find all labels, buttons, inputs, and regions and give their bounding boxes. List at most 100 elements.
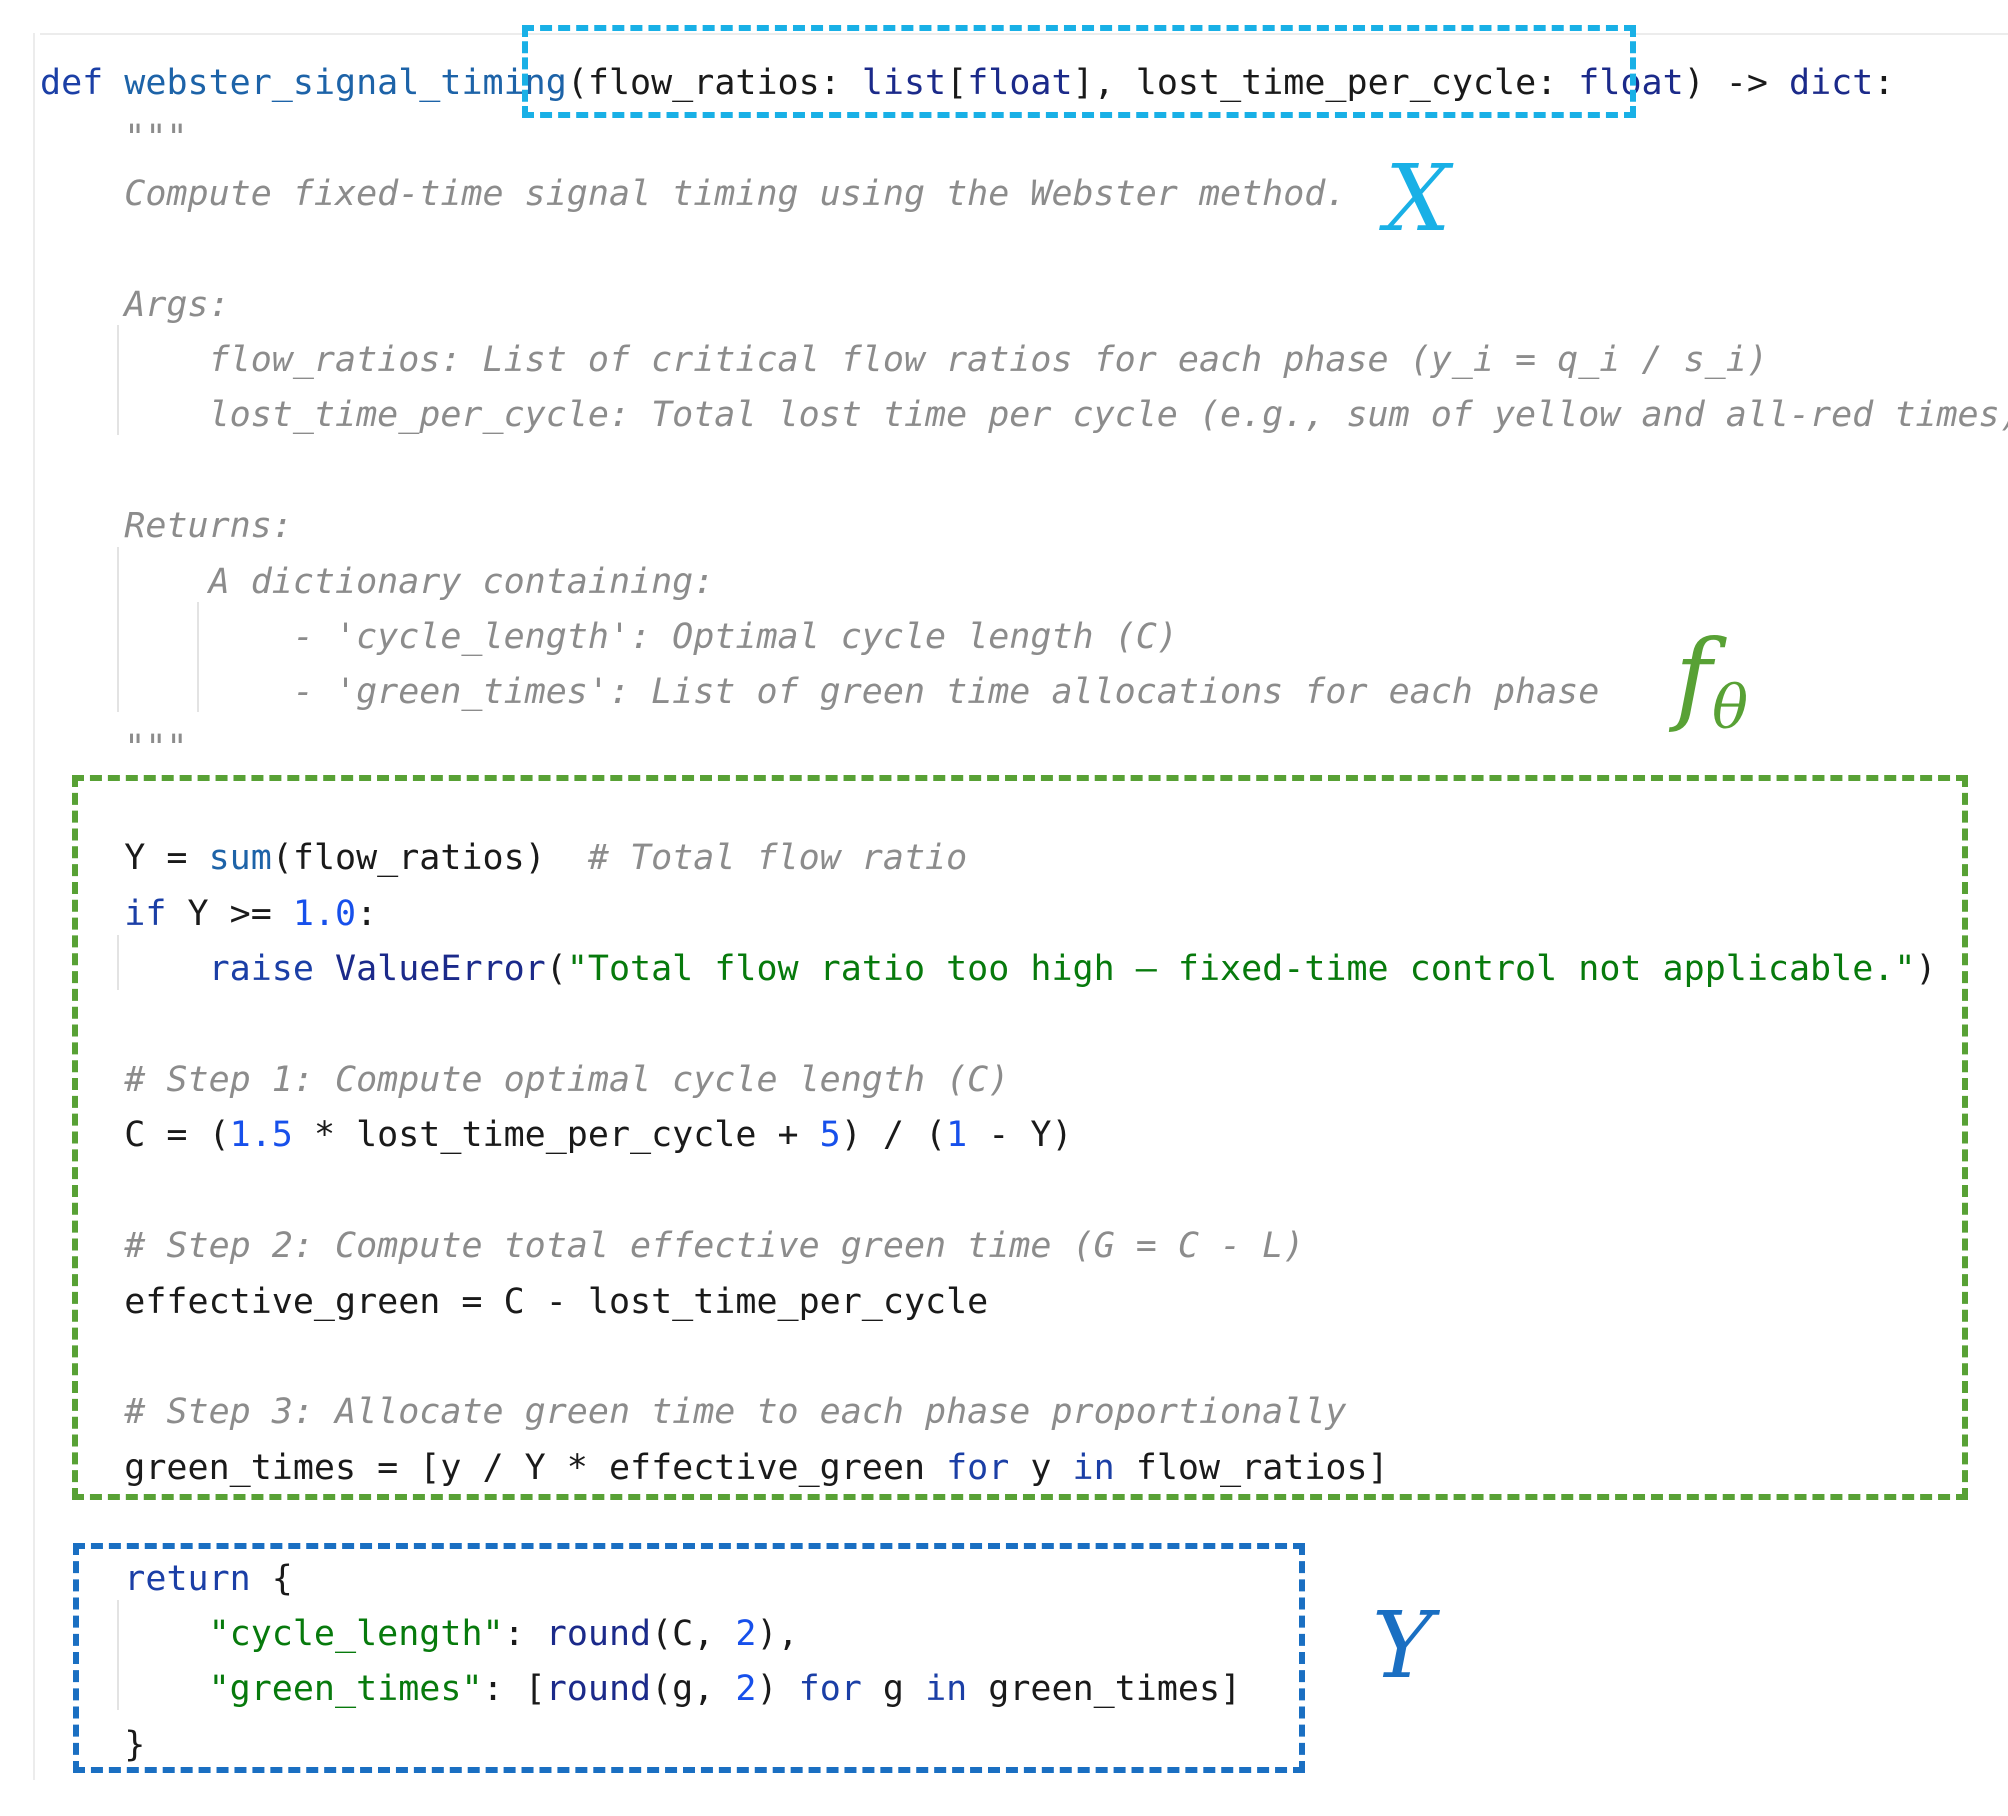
code-line: if Y >= 1.0: (40, 887, 2008, 942)
code-token: green_times = [y / Y * effective_green (40, 1447, 947, 1488)
code-token: float (967, 63, 1073, 103)
indent-guide (117, 325, 119, 435)
code-token: # Step 1: Compute optimal cycle length (… (124, 1060, 1010, 1101)
code-token: def (40, 63, 125, 103)
code-token: - 'cycle_length': Optimal cycle length (… (40, 616, 1178, 657)
code-token: in (925, 1669, 968, 1710)
code-token: ) (1915, 949, 1937, 990)
code-line: - 'cycle_length': Optimal cycle length (… (40, 610, 2008, 665)
code-token: lost_time_per_cycle: Total lost time per… (40, 395, 2008, 436)
code-token: * lost_time_per_cycle + (292, 1115, 820, 1156)
code-token: if (124, 893, 167, 934)
code-line: # Step 3: Allocate green time to each ph… (40, 1385, 2008, 1440)
code-token: "cycle_length" (208, 1613, 504, 1654)
indent-guide (117, 935, 119, 990)
code-token: (C, (651, 1613, 736, 1654)
code-line: A dictionary containing: (40, 555, 2008, 610)
code-line: lost_time_per_cycle: Total lost time per… (40, 388, 2008, 443)
code-line: "green_times": [round(g, 2) for g in gre… (40, 1662, 2008, 1717)
code-token: # Step 2: Compute total effective green … (124, 1226, 1305, 1267)
editor-top-border (40, 33, 2008, 35)
code-line: return { (40, 1552, 2008, 1607)
code-token: "green_times" (208, 1669, 483, 1710)
code-line: """ (40, 111, 2008, 166)
code-token: ), (756, 1613, 799, 1654)
code-line: C = (1.5 * lost_time_per_cycle + 5) / (1… (40, 1108, 2008, 1163)
code-token: [ (946, 63, 968, 103)
code-line: effective_green = C - lost_time_per_cycl… (40, 1275, 2008, 1330)
code-line: } (40, 1718, 2008, 1773)
code-token: y (1009, 1447, 1073, 1488)
code-line: # Step 2: Compute total effective green … (40, 1219, 2008, 1274)
code-line: """ (40, 721, 2008, 776)
code-line: Args: (40, 278, 2008, 333)
code-line: Compute fixed-time signal timing using t… (40, 167, 2008, 222)
code-token: Compute fixed-time signal timing using t… (40, 173, 1347, 214)
code-token: A dictionary containing: (40, 561, 715, 602)
model-label-theta: θ (1712, 672, 1749, 743)
code-token: : (1873, 63, 1895, 103)
indent-guide (117, 547, 119, 712)
code-token: flow_ratios] (1114, 1447, 1389, 1488)
output-label: Y (1372, 1592, 1433, 1699)
code-token: webster_signal_timing (124, 63, 567, 103)
code-token: (flow_ratios) (271, 838, 588, 879)
code-token: } (40, 1724, 146, 1765)
code-line (40, 444, 2008, 499)
code-token: green_times] (967, 1669, 1242, 1710)
input-highlight-box (522, 25, 1636, 118)
code-token: 1.0 (292, 893, 357, 934)
code-line: Y = sum(flow_ratios) # Total flow ratio (40, 831, 2008, 886)
model-label-f: f (1675, 618, 1713, 735)
code-token: 2 (735, 1613, 757, 1654)
editor-left-gutter (33, 33, 35, 1780)
code-token: { (250, 1558, 293, 1599)
code-token: sum (208, 838, 272, 879)
code-token: for (946, 1447, 1010, 1488)
code-token: effective_green = C - lost_time_per_cycl… (40, 1281, 989, 1322)
code-token: # Step 3: Allocate green time to each ph… (124, 1392, 1347, 1433)
code-token: # Total flow ratio (587, 838, 968, 879)
code-token: g (861, 1669, 926, 1710)
code-token: (flow_ratios: (566, 63, 862, 103)
code-line: raise ValueError("Total flow ratio too h… (40, 942, 2008, 997)
function-body-highlight-box (72, 775, 1968, 1500)
code-token: ( (545, 949, 567, 990)
code-token: (g, (651, 1669, 736, 1710)
code-token: """ (40, 118, 188, 159)
code-token: 2 (735, 1669, 757, 1710)
code-token: "Total flow ratio too high — fixed-time … (566, 949, 1916, 990)
model-label: fθ (1675, 618, 1748, 743)
code-line: - 'green_times': List of green time allo… (40, 665, 2008, 720)
code-token: ) / ( (840, 1115, 947, 1156)
code-token: Args: (40, 284, 230, 325)
code-token: ], lost_time_per_cycle: (1072, 63, 1579, 103)
code-token: for (798, 1669, 862, 1710)
code-token: return (124, 1558, 251, 1599)
output-highlight-box (73, 1543, 1305, 1773)
code-line: "cycle_length": round(C, 2), (40, 1607, 2008, 1662)
code-token: """ (40, 727, 188, 768)
indent-guide (117, 1600, 119, 1710)
code-token: in (1072, 1447, 1115, 1488)
code-line: green_times = [y / Y * effective_green f… (40, 1441, 2008, 1496)
code-token: ) (756, 1669, 799, 1710)
code-token: : (356, 893, 378, 934)
code-line: def webster_signal_timing(flow_ratios: l… (40, 56, 2008, 111)
code-token: dict (1789, 63, 1874, 103)
code-line: Returns: (40, 499, 2008, 554)
code-token: Y >= (166, 893, 293, 934)
code-token: ) -> (1683, 63, 1790, 103)
code-line: flow_ratios: List of critical flow ratio… (40, 333, 2008, 388)
indent-guide (197, 602, 199, 712)
code-token: round (545, 1669, 652, 1710)
code-token: 5 (819, 1115, 841, 1156)
code-token: ValueError (335, 949, 546, 990)
code-token: list (861, 63, 947, 103)
code-token: : [ (482, 1669, 546, 1710)
code-token: Y = (40, 838, 209, 879)
code-block: def webster_signal_timing(flow_ratios: l… (40, 56, 2008, 1773)
code-token: flow_ratios: List of critical flow ratio… (40, 339, 1768, 380)
code-token: Returns: (40, 506, 293, 547)
code-token: - Y) (967, 1115, 1073, 1156)
